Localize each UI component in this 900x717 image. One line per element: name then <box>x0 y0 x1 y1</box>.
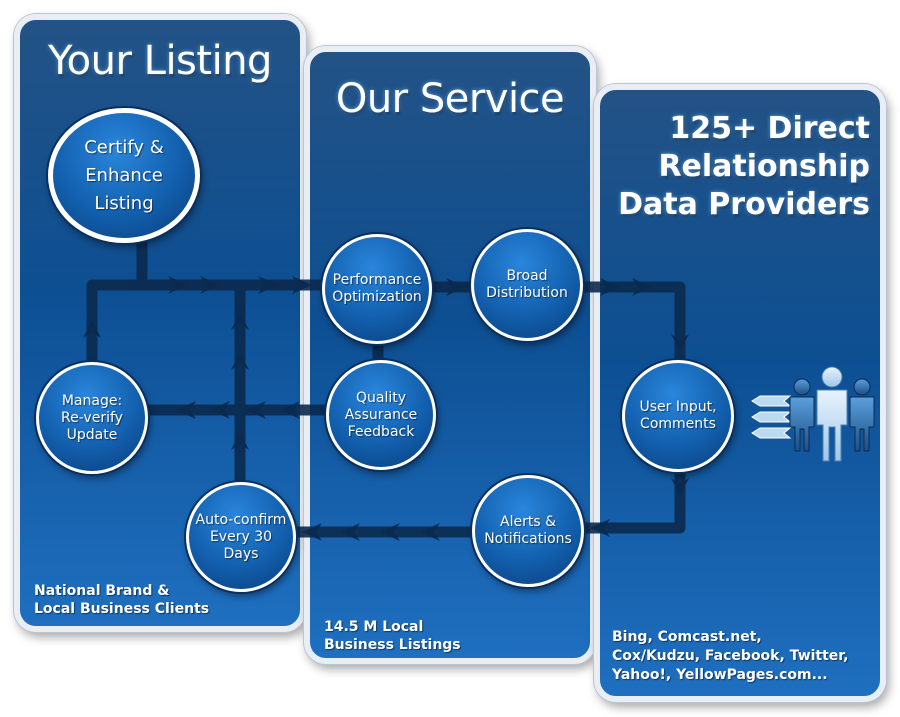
node-label: Assurance <box>344 406 418 423</box>
node-label: Every 30 <box>209 528 273 545</box>
panel-title-line: Your Listing <box>48 38 272 84</box>
node-label: Comments <box>640 416 716 432</box>
node-label: Alerts & <box>500 514 556 530</box>
person-icon <box>849 378 875 452</box>
person-icon <box>816 366 848 462</box>
panel-title: Your Listing <box>20 38 300 84</box>
panel-title: 125+ Direct Relationship Data Providers <box>610 110 870 224</box>
node-label: User Input, <box>639 399 717 415</box>
footer-line: Cox/Kudzu, Facebook, Twitter, <box>612 648 849 664</box>
node-label: Certify & <box>84 136 164 158</box>
footer-line: Local Business Clients <box>34 601 210 617</box>
node-label: Enhance <box>85 164 163 186</box>
node-label: Re-verify <box>61 409 123 426</box>
node-alerts-notifications: Alerts & Notifications <box>472 475 584 587</box>
node-label: Days <box>223 545 259 562</box>
node-label: Performance <box>332 272 422 288</box>
node-label: Notifications <box>484 531 572 547</box>
panel-title-line: Relationship <box>658 149 870 184</box>
panel-title-line: Our Service <box>335 76 565 122</box>
node-manage-reverify: Manage: Re-verify Update <box>36 362 148 474</box>
panel-title-line: 125+ Direct <box>669 111 870 146</box>
node-label: Quality <box>355 389 407 406</box>
node-label: Listing <box>94 192 154 214</box>
node-label: Feedback <box>347 423 415 440</box>
footer-line: National Brand & <box>34 583 170 599</box>
footer-line: 14.5 M Local <box>324 619 424 635</box>
node-label: Update <box>66 426 118 443</box>
footer-line: Yahoo!, YellowPages.com... <box>612 667 828 683</box>
panel-title: Our Service <box>310 76 590 122</box>
node-broad-distribution: Broad Distribution <box>471 229 583 341</box>
node-label: Manage: <box>61 392 123 409</box>
node-performance-optimization: Performance Optimization <box>322 234 432 344</box>
node-label: Optimization <box>332 289 422 305</box>
node-auto-confirm: Auto-confirm Every 30 Days <box>186 482 296 592</box>
node-label: Auto-confirm <box>195 511 287 528</box>
node-certify-enhance-listing: Certify & Enhance Listing <box>48 108 200 243</box>
node-quality-assurance: Quality Assurance Feedback <box>326 360 436 470</box>
footer-line: Business Listings <box>324 637 461 653</box>
panel-footer: National Brand & Local Business Clients <box>34 582 209 618</box>
footer-line: Bing, Comcast.net, <box>612 629 762 645</box>
node-label: Distribution <box>486 285 568 301</box>
panel-footer: 14.5 M Local Business Listings <box>324 618 461 654</box>
node-user-input-comments: User Input, Comments <box>622 360 734 472</box>
people-group-icon <box>789 366 875 462</box>
person-icon <box>789 378 815 452</box>
panel-footer: Bing, Comcast.net, Cox/Kudzu, Facebook, … <box>612 628 848 685</box>
node-label: Broad <box>506 268 548 284</box>
panel-title-line: Data Providers <box>618 187 870 222</box>
